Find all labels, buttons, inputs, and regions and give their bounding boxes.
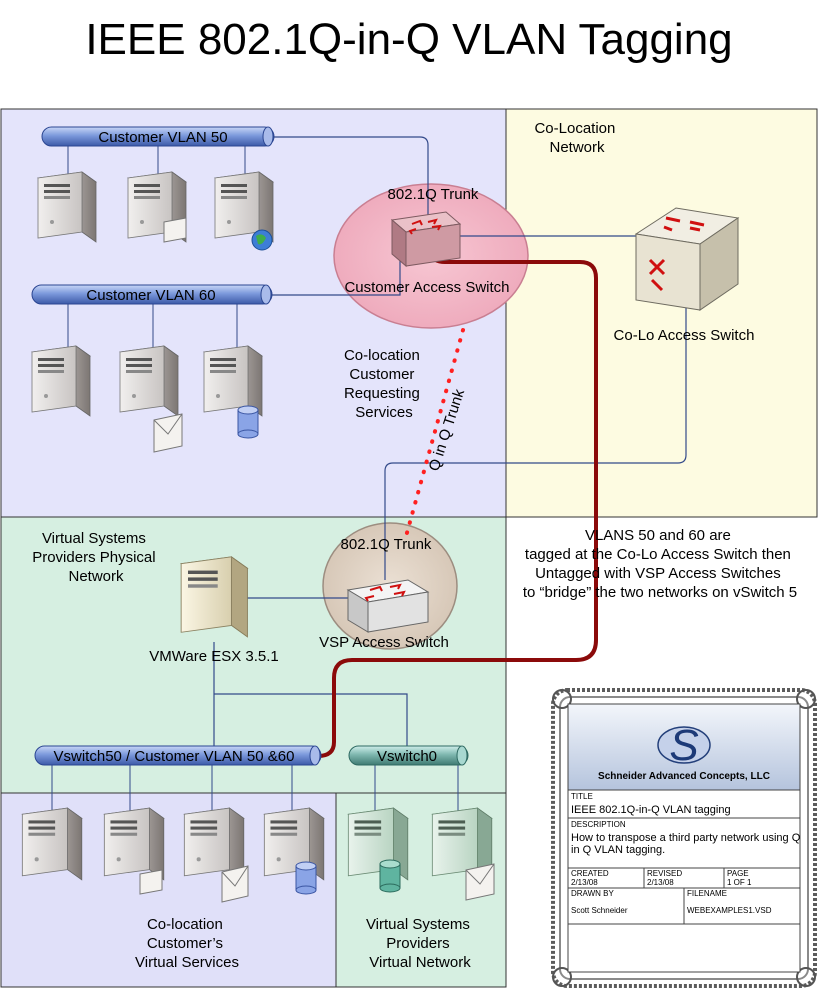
vswitch0-bus: Vswitch0 <box>348 745 469 766</box>
colo-virtual-services-label: Co-location Customer’s Virtual Services <box>135 916 239 971</box>
colo-virtual-server-2-icon <box>103 807 165 881</box>
svg-text:S: S <box>669 721 698 770</box>
link-colo-to-vsp-trunk <box>384 305 687 580</box>
customer-access-switch-label: Customer Access Switch <box>344 279 509 296</box>
customer-network-label: Co-location Customer Requesting Services <box>344 347 424 421</box>
title-field-value: IEEE 802.1Q-in-Q VLAN tagging <box>571 804 731 816</box>
revised-value: 2/13/08 <box>647 878 674 887</box>
trunk-top-label: 802.1Q Trunk <box>388 186 479 203</box>
frame-corner-ornament <box>796 689 816 709</box>
database-badge-icon <box>237 405 259 439</box>
link-esx-to-vswitch0 <box>214 693 408 746</box>
database-badge-icon-3 <box>379 859 401 893</box>
page-value: 1 OF 1 <box>727 878 752 887</box>
company-logo-icon: S <box>657 721 711 770</box>
vlan50-server-1-icon <box>37 171 97 243</box>
file-badge-icon-2 <box>139 869 163 895</box>
connection-lines <box>213 136 687 746</box>
description-field <box>567 817 801 869</box>
title-block-blank-area <box>567 923 801 973</box>
filename-label: FILENAME <box>687 889 727 898</box>
vlan60-server-3-icon <box>203 345 263 417</box>
database-badge-icon-2 <box>295 861 317 895</box>
diagram-title: IEEE 802.1Q-in-Q VLAN Tagging <box>85 15 732 64</box>
vsp-virtual-network-label: Virtual Systems Providers Virtual Networ… <box>366 916 474 971</box>
frame-corner-ornament <box>796 967 816 987</box>
globe-land-icon <box>256 234 266 245</box>
mail-flap-icon-2 <box>221 865 249 887</box>
customer-access-switch-icon <box>390 211 462 268</box>
page-label: PAGE <box>727 869 749 878</box>
title-field <box>567 789 801 819</box>
vswitch50-bus: Vswitch50 / Customer VLAN 50 &60 <box>34 745 322 766</box>
vlan-bridge-note: VLANS 50 and 60 are tagged at the Co-Lo … <box>523 527 797 601</box>
created-value: 2/13/08 <box>571 878 598 887</box>
link-vlan50-to-switch <box>272 136 429 222</box>
vlan50-bus: Customer VLAN 50 <box>41 126 275 147</box>
q-in-q-trunk-line <box>317 247 598 758</box>
description-field-label: DESCRIPTION <box>571 820 626 829</box>
colocation-network-region <box>505 108 818 518</box>
drawn-by-value: Scott Schneider <box>571 906 628 915</box>
vlan60-server-1-icon <box>31 345 91 417</box>
vsp-physical-network-label: Virtual Systems Providers Physical Netwo… <box>32 530 160 585</box>
mail-flap-icon <box>153 413 183 435</box>
link-vlan60-to-switch <box>270 255 401 296</box>
vmware-esx-server-icon <box>180 556 249 638</box>
colo-access-switch-label: Co-Lo Access Switch <box>614 327 755 344</box>
vlan60-label: Customer VLAN 60 <box>86 287 215 304</box>
vlan50-label: Customer VLAN 50 <box>98 129 227 146</box>
title-field-label: TITLE <box>571 792 593 801</box>
drawn-by-label: DRAWN BY <box>571 889 614 898</box>
vswitch50-label: Vswitch50 / Customer VLAN 50 &60 <box>54 748 295 765</box>
created-label: CREATED <box>571 869 609 878</box>
filename-value: WEBEXAMPLES1.VSD <box>687 906 772 915</box>
ornate-frame-inner <box>559 696 809 980</box>
mail-badge-icon-3 <box>465 863 495 901</box>
colo-access-switch-icon <box>634 207 740 311</box>
vmware-host-label: VMWare ESX 3.5.1 <box>149 648 279 665</box>
mail-badge-icon-2 <box>221 865 249 903</box>
company-name: Schneider Advanced Concepts, LLC <box>598 771 770 782</box>
mail-flap-icon-3 <box>465 863 495 885</box>
drawn-by-field <box>567 887 685 925</box>
colocation-network-label: Co-Location Network <box>534 120 619 156</box>
file-badge-icon <box>163 217 187 243</box>
trunk-bottom-label: 802.1Q Trunk <box>341 536 432 553</box>
vlan60-bus: Customer VLAN 60 <box>31 284 273 305</box>
vsp-access-switch-label: VSP Access Switch <box>319 634 449 651</box>
vsp-access-switch-icon <box>346 579 430 633</box>
description-field-value: How to transpose a third party network u… <box>571 832 803 856</box>
frame-corner-ornament <box>552 689 572 709</box>
revised-label: REVISED <box>647 869 682 878</box>
colo-virtual-server-1-icon <box>21 807 83 881</box>
filename-field <box>683 887 801 925</box>
vlan60-server-2-icon <box>119 345 179 417</box>
frame-corner-ornament <box>552 967 572 987</box>
title-block: S Schneider Advanced Concepts, LLC TITLE… <box>551 688 817 988</box>
vswitch0-label: Vswitch0 <box>377 748 437 765</box>
